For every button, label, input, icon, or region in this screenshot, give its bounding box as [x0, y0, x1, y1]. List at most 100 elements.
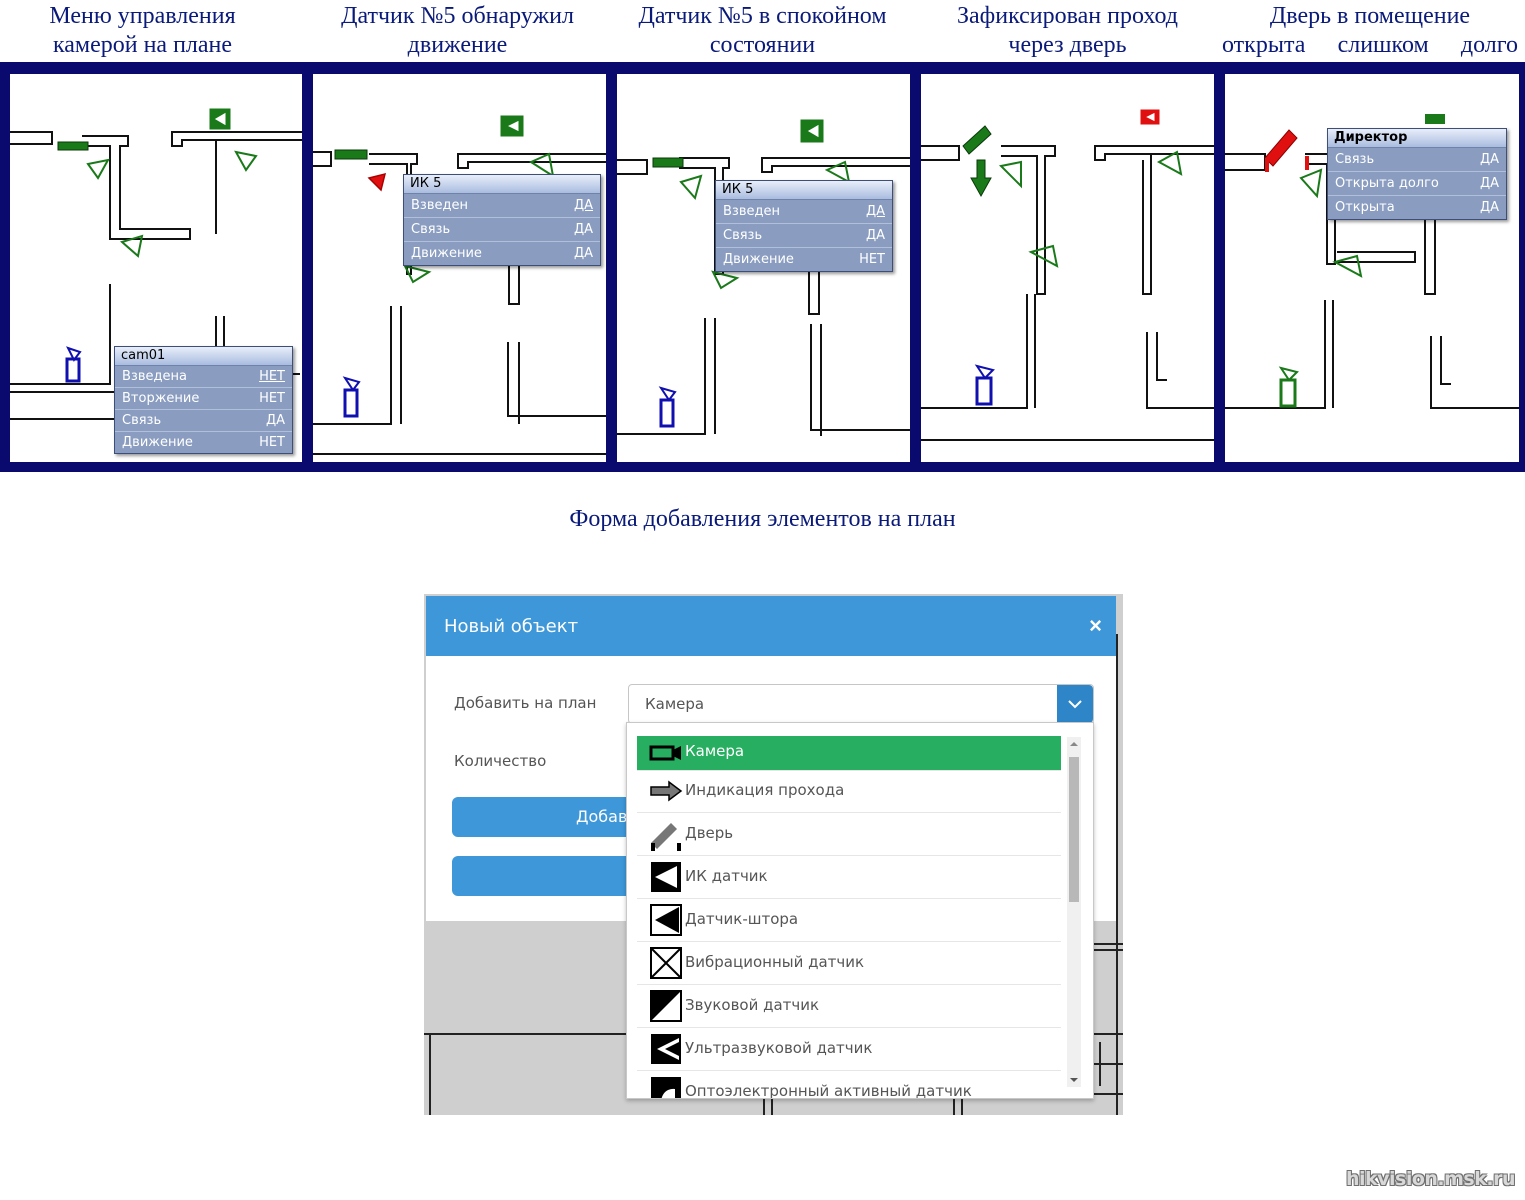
menu-title: Директор [1328, 129, 1506, 148]
ir-sensor-icon [651, 862, 681, 892]
object-type-select[interactable]: Камера [628, 684, 1094, 724]
scroll-down-icon[interactable] [1067, 1073, 1081, 1087]
option-optoelectronic-sensor[interactable]: Оптоэлектронный активный датчик [637, 1071, 1061, 1098]
sensor-icon[interactable] [679, 174, 703, 201]
door-icon[interactable] [334, 149, 368, 160]
sensor-icon[interactable] [711, 270, 740, 290]
sensor-icon[interactable] [1332, 254, 1363, 278]
menu-title: ИК 5 [404, 175, 600, 194]
camera-icon [649, 745, 681, 761]
camera-icon[interactable] [974, 364, 995, 406]
quantity-label: Количество [454, 752, 547, 770]
caption-door-open-long: Дверь в помещение открыта слишком долго [1222, 3, 1518, 58]
object-type-dropdown[interactable]: Камера Индикация прохода Дверь ИК датчик… [626, 722, 1094, 1099]
sensor-icon[interactable] [1156, 150, 1183, 176]
camera-icon[interactable] [342, 376, 361, 418]
door-icon[interactable] [652, 157, 684, 168]
camera-icon[interactable] [65, 346, 82, 383]
curtain-sensor-icon [650, 904, 682, 936]
select-value: Камера [645, 695, 705, 713]
door-alarm-icon [1265, 158, 1269, 172]
add-to-plan-label: Добавить на план [454, 694, 597, 712]
door-icon[interactable] [57, 141, 89, 151]
ir-sensor-icon[interactable] [800, 119, 824, 143]
door-icon [651, 823, 681, 851]
option-curtain-sensor[interactable]: Датчик-штора [637, 899, 1061, 942]
sensor-icon[interactable] [1299, 168, 1323, 199]
ir-sensor-icon[interactable] [500, 115, 524, 137]
option-door[interactable]: Дверь [637, 813, 1061, 856]
close-icon[interactable]: × [1089, 613, 1102, 638]
sensor-icon[interactable] [119, 234, 144, 258]
sensor-icon[interactable] [234, 150, 258, 172]
caption-camera-menu: Меню управления камерой на плане [49, 3, 236, 58]
sensor-icon[interactable] [824, 160, 851, 184]
add-button[interactable]: Добави [452, 797, 632, 837]
chevron-down-icon [1068, 700, 1082, 709]
sensor-icon[interactable] [1028, 244, 1059, 268]
select-toggle-button[interactable] [1057, 685, 1093, 723]
camera-icon[interactable] [658, 386, 677, 428]
dropdown-caret [860, 723, 879, 731]
caption-sensor-motion: Датчик №5 обнаружил движение [341, 3, 574, 58]
sensor-icon[interactable] [998, 160, 1022, 189]
plan-panel-4[interactable] [921, 74, 1214, 462]
dialog-title: Новый объект [444, 616, 579, 637]
floor-plan [313, 115, 606, 455]
door-icon[interactable] [962, 125, 992, 155]
ir-sensor-icon[interactable] [1425, 114, 1445, 124]
camera-icon[interactable] [1278, 366, 1299, 408]
sensor-icon[interactable] [86, 158, 110, 180]
sensor-icon[interactable] [403, 264, 432, 284]
pass-indication-icon[interactable] [970, 159, 992, 198]
floor-plan [921, 109, 1214, 441]
sensor-icon[interactable] [528, 152, 555, 179]
option-ir-sensor[interactable]: ИК датчик [637, 856, 1061, 899]
ir-sensor-icon[interactable] [209, 108, 231, 130]
secondary-button[interactable] [452, 856, 632, 896]
caption-door-pass: Зафиксирован проход через дверь [957, 3, 1178, 58]
arrow-right-icon [650, 780, 683, 802]
door-alarm-icon [1305, 156, 1309, 170]
option-camera[interactable]: Камера [637, 736, 1061, 771]
sound-sensor-icon [650, 990, 682, 1022]
option-vibration-sensor[interactable]: Вибрационный датчик [637, 942, 1061, 985]
option-pass-indication[interactable]: Индикация прохода [637, 770, 1061, 813]
optoelectronic-sensor-icon [651, 1077, 681, 1098]
dropdown-scrollbar[interactable] [1067, 737, 1081, 1087]
option-sound-sensor[interactable]: Звуковой датчик [637, 985, 1061, 1028]
menu-title: ИК 5 [716, 181, 892, 200]
option-ultrasonic-sensor[interactable]: Ультразвуковой датчик [637, 1028, 1061, 1071]
dialog-header: Новый объект × [426, 596, 1116, 656]
dialog-screenshot: Новый объект × Добавить на план Количест… [424, 594, 1123, 1115]
form-section-title: Форма добавления элементов на план [569, 506, 956, 532]
door-alarm-icon[interactable] [1264, 129, 1298, 167]
ir-sensor-alarm-icon[interactable] [1140, 109, 1160, 125]
scroll-up-icon[interactable] [1067, 737, 1081, 751]
ir-sensor-alarm-icon[interactable] [367, 172, 387, 192]
ultrasonic-sensor-icon [651, 1034, 681, 1064]
scrollbar-thumb[interactable] [1069, 757, 1079, 902]
